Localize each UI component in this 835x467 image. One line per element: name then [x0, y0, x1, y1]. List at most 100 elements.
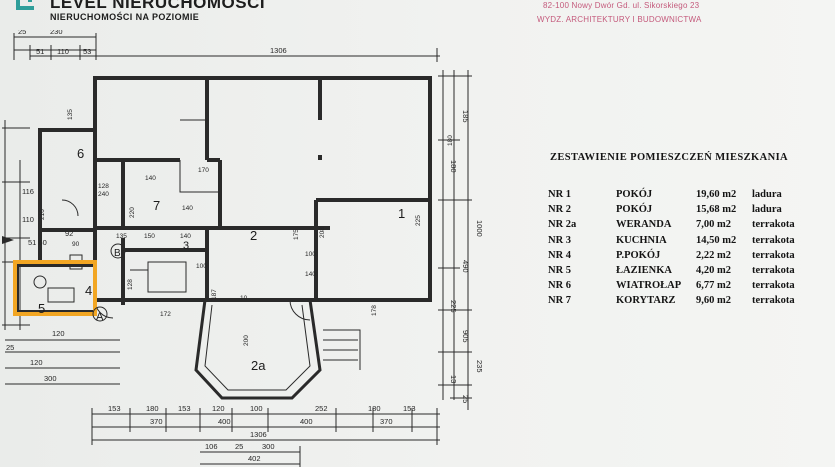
room-nr: NR 5 [548, 265, 572, 277]
brand-name: LEVEL NIERUCHOMOŚCI [50, 0, 266, 12]
dim-int-187: 187 [211, 289, 218, 300]
dim-int-140c: 140 [145, 175, 156, 182]
dim-left-300: 300 [44, 374, 57, 383]
room-nr: NR 3 [548, 234, 572, 246]
room-number-1: 1 [398, 206, 405, 221]
dim-top-110: 110 [57, 47, 69, 56]
room-area: 2,22 m2 [696, 249, 731, 261]
dim-bottom-300: 300 [262, 442, 275, 451]
dim-int-100b: 100 [305, 251, 316, 258]
dim-right-490: 490 [461, 260, 470, 273]
dim-right-235: 235 [475, 360, 484, 373]
dim-bottom-153a: 153 [108, 404, 121, 413]
table-row: NR 2a WERANDA 7,00 m2 terrakota [548, 217, 818, 232]
room-number-5: 5 [38, 301, 45, 316]
dim-right-1000: 1000 [475, 220, 484, 237]
dim-int-10: 10 [240, 295, 248, 302]
room-nr: NR 2 [548, 204, 572, 216]
dim-int-140b: 140 [305, 271, 316, 278]
dim-top-1306: 1306 [270, 46, 287, 55]
dim-int-175: 175 [293, 229, 300, 240]
dim-int-150: 150 [144, 233, 155, 240]
dim-bottom-370a: 370 [150, 417, 163, 426]
dim-right-185: 185 [461, 110, 470, 123]
level-logo-icon [16, 0, 34, 10]
dim-bottom-180a: 180 [146, 404, 159, 413]
dim-int-172: 172 [160, 311, 171, 318]
marker-a: A [96, 311, 104, 323]
dim-int-140d: 140 [182, 205, 193, 212]
dim-bottom-402: 402 [248, 454, 261, 463]
table-row: NR 1 POKÓJ 19,60 m2 ladura [548, 187, 818, 202]
dim-bottom-400b: 400 [300, 417, 313, 426]
dim-int-170: 170 [198, 167, 209, 174]
dim-int-180: 180 [447, 135, 454, 146]
dim-bottom-100: 100 [250, 404, 263, 413]
dim-left-116: 116 [22, 187, 34, 196]
dim-right-225: 225 [449, 300, 458, 313]
room-area: 7,00 m2 [696, 219, 731, 231]
dim-int-240: 240 [98, 191, 109, 198]
stamp-department: WYDZ. ARCHITEKTURY I BUDOWNICTWA [537, 15, 702, 24]
dim-int-100a: 100 [196, 263, 207, 270]
room-nr: NR 7 [548, 295, 572, 307]
room-nr: NR 1 [548, 189, 572, 201]
dim-bottom-25: 25 [235, 442, 243, 451]
dim-int-220: 220 [129, 207, 136, 218]
room-name: POKÓJ [616, 204, 653, 216]
dim-right-25: 25 [461, 395, 470, 403]
room-floor: ladura [752, 189, 782, 201]
dim-top-25: 25 [18, 30, 26, 36]
room-number-3: 3 [183, 240, 189, 252]
dim-top-51: 51 [36, 47, 44, 56]
dim-right-905: 905 [461, 330, 470, 343]
room-floor: terrakota [752, 265, 795, 277]
dim-left-120b: 120 [30, 358, 43, 367]
dim-int-135b: 135 [67, 109, 74, 120]
summary-title: ZESTAWIENIE POMIESZCZEŃ MIESZKANIA [550, 152, 789, 163]
dim-bottom-120: 120 [212, 404, 225, 413]
stamp-address: 82-100 Nowy Dwór Gd. ul. Sikorskiego 23 [543, 1, 700, 10]
room-area: 15,68 m2 [696, 204, 737, 216]
dim-bottom-1306: 1306 [250, 430, 267, 439]
marker-b: B [114, 248, 121, 259]
dim-right-180: 180 [449, 160, 458, 173]
room-number-6: 6 [77, 146, 84, 161]
dim-left-92: 92 [65, 229, 73, 238]
table-row: NR 6 WIATROŁAP 6,77 m2 terrakota [548, 278, 818, 293]
brand-header: LEVEL NIERUCHOMOŚCI NIERUCHOMOŚCI NA POZ… [0, 0, 300, 30]
dim-bottom-153b: 153 [178, 404, 191, 413]
dim-left-110: 110 [22, 215, 34, 224]
room-number-4: 4 [85, 283, 92, 298]
room-floor: terrakota [752, 234, 795, 246]
room-summary: ZESTAWIENIE POMIESZCZEŃ MIESZKANIA NR 1 … [546, 152, 834, 306]
brand-tagline: NIERUCHOMOŚCI NA POZIOMIE [50, 12, 200, 22]
table-row: NR 5 ŁAZIENKA 4,20 m2 terrakota [548, 263, 818, 278]
room-area: 6,77 m2 [696, 280, 731, 292]
dim-left-120: 120 [52, 329, 65, 338]
room-area: 4,20 m2 [696, 265, 731, 277]
room-name: P.POKÓJ [616, 249, 661, 261]
dim-top-53: 53 [83, 47, 91, 56]
room-name: WERANDA [616, 219, 672, 231]
dim-bottom-180b: 180 [368, 404, 381, 413]
dim-int-200: 200 [243, 335, 250, 346]
dim-bottom-370b: 370 [380, 417, 393, 426]
room-number-7: 7 [153, 198, 160, 213]
room-name: POKÓJ [616, 189, 653, 201]
dim-int-90: 90 [72, 241, 80, 248]
room-area: 19,60 m2 [696, 189, 737, 201]
dim-int-128: 128 [98, 183, 109, 190]
room-floor: terrakota [752, 280, 795, 292]
room-name: WIATROŁAP [616, 280, 682, 292]
dim-bottom-106: 106 [205, 442, 218, 451]
table-row: NR 2 POKÓJ 15,68 m2 ladura [548, 202, 818, 217]
dim-int-135: 135 [116, 233, 127, 240]
room-number-2a: 2a [251, 358, 266, 373]
room-floor: terrakota [752, 295, 795, 307]
room-nr: NR 4 [548, 249, 572, 261]
dim-right-13: 13 [449, 375, 458, 383]
dim-left-51-60: 51 60 [28, 238, 47, 247]
table-row: NR 4 P.POKÓJ 2,22 m2 terrakota [548, 248, 818, 263]
